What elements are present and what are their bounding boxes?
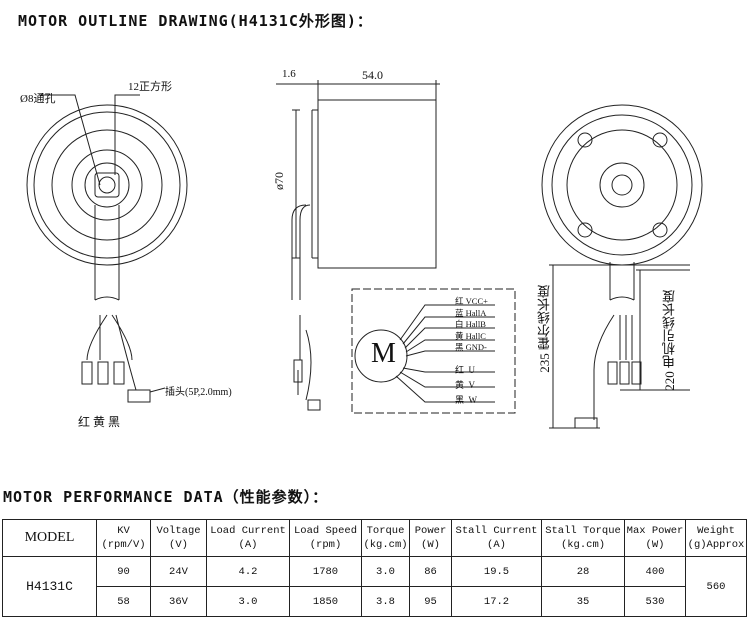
wire-item: 白 HallB bbox=[455, 319, 486, 329]
hall-wire-list: 红 VCC+ 蓝 HallA 白 HallB 黄 HallC 黑 GND- bbox=[455, 296, 488, 354]
header-cell: KV(rpm/V) bbox=[96, 519, 151, 557]
front-view bbox=[26, 94, 188, 403]
header-cell: Stall Torque(kg.cm) bbox=[541, 519, 625, 557]
wiring-diagram bbox=[351, 288, 516, 414]
square-label: 12正方形 bbox=[128, 81, 172, 93]
connector-label: 插头(5P,2.0mm) bbox=[165, 387, 232, 398]
table-cell: 1850 bbox=[289, 586, 362, 617]
phase-wire-colors: 红 黄 黑 bbox=[78, 415, 121, 429]
table-cell: 530 bbox=[624, 586, 686, 617]
lead-length-label: 220 电机引线长度 bbox=[662, 290, 677, 391]
wire-item: 黄 HallC bbox=[455, 330, 486, 341]
table-row: H4131C 90 24V 4.2 1780 3.0 86 19.5 28 40… bbox=[2, 556, 747, 617]
header-cell: Weight(g)Approx bbox=[685, 519, 747, 557]
hall-length-label: 235 霍尔线长度 bbox=[537, 285, 552, 373]
header-cell: Max Power(W) bbox=[624, 519, 686, 557]
table-cell: 24V bbox=[150, 556, 207, 587]
header-cell: Power(W) bbox=[409, 519, 452, 557]
table-cell: 28 bbox=[541, 556, 625, 587]
table-cell: 58 bbox=[96, 586, 151, 617]
table-cell: 17.2 bbox=[451, 586, 542, 617]
table-row: 58 36V 3.0 1850 3.8 95 17.2 35 530 bbox=[3, 586, 747, 617]
performance-table: MODEL KV(rpm/V) Voltage(V) Load Current(… bbox=[2, 519, 747, 617]
outline-drawings bbox=[26, 80, 703, 429]
header-cell: Stall Current(A) bbox=[451, 519, 542, 557]
table-cell: 19.5 bbox=[451, 556, 542, 587]
side-view bbox=[276, 80, 440, 411]
model-cell: H4131C bbox=[2, 556, 97, 617]
wire-item: 红 U bbox=[455, 365, 476, 375]
flange-dim: 1.6 bbox=[282, 68, 296, 80]
outline-title: MOTOR OUTLINE DRAWING(H4131C外形图)： bbox=[18, 12, 373, 30]
table-cell: 90 bbox=[96, 556, 151, 587]
length-dim: 54.0 bbox=[362, 68, 383, 82]
wire-item: 黑 W bbox=[455, 395, 478, 405]
motor-symbol: M bbox=[371, 338, 396, 369]
header-cell: Torque(kg.cm) bbox=[361, 519, 410, 557]
through-hole-label: Ø8通孔 bbox=[20, 93, 56, 105]
table-cell: 86 bbox=[409, 556, 452, 587]
wire-item: 蓝 HallA bbox=[455, 307, 487, 318]
header-cell: MODEL bbox=[2, 519, 97, 557]
table-cell: 35 bbox=[541, 586, 625, 617]
phase-wire-list: 红 U 黄 V 黑 W bbox=[455, 363, 477, 408]
performance-title: MOTOR PERFORMANCE DATA（性能参数）： bbox=[3, 488, 329, 506]
table-cell: 1780 bbox=[289, 556, 362, 587]
table-cell: 95 bbox=[409, 586, 452, 617]
wire-item: 黑 GND- bbox=[455, 342, 487, 352]
header-cell: Voltage(V) bbox=[150, 519, 207, 557]
rear-view bbox=[541, 104, 703, 429]
table-cell: 3.0 bbox=[206, 586, 290, 617]
diameter-dim: ø70 bbox=[272, 172, 286, 190]
table-cell: 3.0 bbox=[361, 556, 410, 587]
wire-item: 红 VCC+ bbox=[455, 296, 488, 306]
wire-item: 黄 V bbox=[455, 380, 476, 390]
table-cell: 3.8 bbox=[361, 586, 410, 617]
header-cell: Load Speed(rpm) bbox=[289, 519, 362, 557]
header-cell: Load Current(A) bbox=[206, 519, 290, 557]
table-cell: 4.2 bbox=[206, 556, 290, 587]
table-header-row: MODEL KV(rpm/V) Voltage(V) Load Current(… bbox=[2, 519, 747, 557]
weight-cell: 560 bbox=[685, 556, 747, 617]
table-cell: 36V bbox=[150, 586, 207, 617]
table-cell: 400 bbox=[624, 556, 686, 587]
